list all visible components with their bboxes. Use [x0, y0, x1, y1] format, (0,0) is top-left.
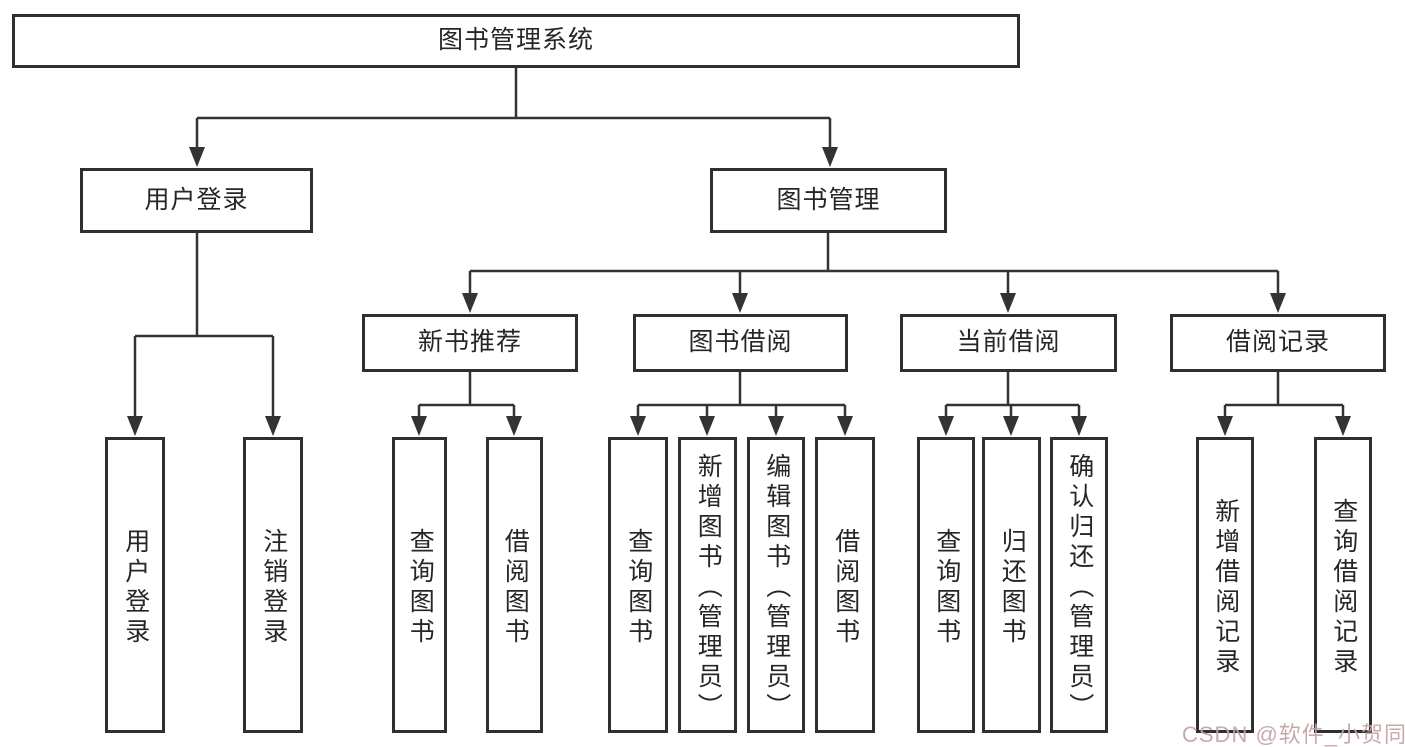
leaf-add-book-admin: 新增图书（管理员） [678, 437, 737, 733]
arrow-down-icon [189, 147, 205, 167]
node-borrowing-records: 借阅记录 [1170, 314, 1386, 372]
arrow-down-icon [506, 416, 522, 436]
arrow-down-icon [1217, 416, 1233, 436]
leaf-borrow-books-recommend: 借阅图书 [486, 437, 543, 733]
arrow-down-icon [1000, 293, 1016, 313]
leaf-query-books-recommend: 查询图书 [392, 437, 447, 733]
leaf-add-borrow-record: 新增借阅记录 [1196, 437, 1254, 733]
arrow-down-icon [265, 416, 281, 436]
leaf-query-books-current: 查询图书 [917, 437, 975, 733]
arrow-down-icon [822, 147, 838, 167]
arrow-down-icon [1335, 416, 1351, 436]
connector-segments [133, 68, 1345, 421]
arrowhead-icons [127, 147, 1351, 436]
node-book-borrowing: 图书借阅 [633, 314, 848, 372]
arrow-down-icon [127, 416, 143, 436]
leaf-borrow-books: 借阅图书 [815, 437, 875, 733]
leaf-edit-book-admin: 编辑图书（管理员） [747, 437, 805, 733]
arrow-down-icon [411, 416, 427, 436]
node-book-management: 图书管理 [710, 168, 947, 233]
arrow-down-icon [462, 293, 478, 313]
node-current-borrowing: 当前借阅 [900, 314, 1117, 372]
node-library-management-system: 图书管理系统 [12, 14, 1020, 68]
arrow-down-icon [699, 416, 715, 436]
arrow-down-icon [768, 416, 784, 436]
csdn-watermark: CSDN @软件_小贺同学 [1182, 722, 1405, 747]
node-user-login: 用户登录 [80, 168, 313, 233]
arrow-down-icon [1071, 416, 1087, 436]
leaf-user-login: 用户登录 [105, 437, 165, 733]
arrow-down-icon [938, 416, 954, 436]
arrow-down-icon [1270, 293, 1286, 313]
leaf-query-borrow-record: 查询借阅记录 [1314, 437, 1372, 733]
leaf-logout-login: 注销登录 [243, 437, 303, 733]
leaf-return-books: 归还图书 [982, 437, 1041, 733]
leaf-confirm-return-admin: 确认归还（管理员） [1050, 437, 1108, 733]
node-new-book-recommendation: 新书推荐 [362, 314, 578, 372]
leaf-query-books-borrowing: 查询图书 [608, 437, 668, 733]
arrow-down-icon [837, 416, 853, 436]
arrow-down-icon [1003, 416, 1019, 436]
arrow-down-icon [732, 293, 748, 313]
arrow-down-icon [630, 416, 646, 436]
